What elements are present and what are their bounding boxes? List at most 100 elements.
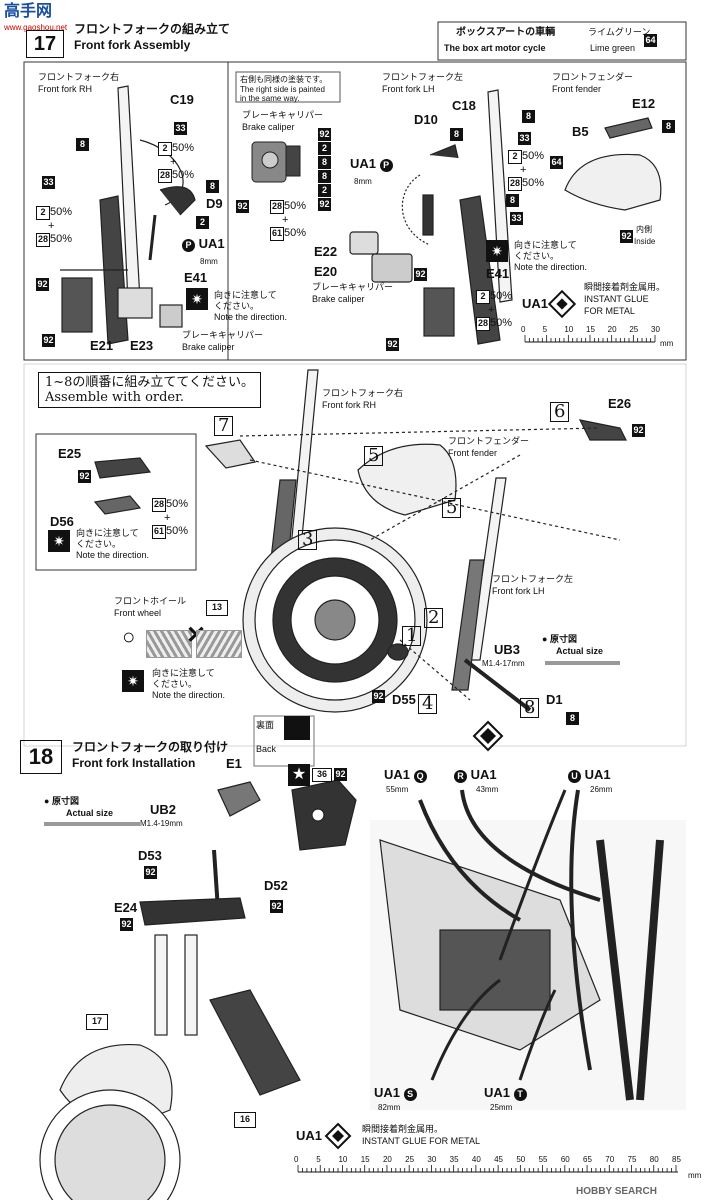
s18-step17: 17 (86, 1014, 108, 1030)
mid-fork-lh-en: Front fork LH (492, 586, 545, 596)
color-92-a: 92 (36, 278, 49, 291)
note-dir-lh-jp1: 向きに注意して (514, 240, 577, 250)
star-36: 36 (312, 768, 332, 782)
glue-18-ua1: UA1 (296, 1128, 323, 1143)
l8-1: 8 (522, 110, 535, 123)
f8: 8 (662, 120, 675, 133)
caliper-note-en3: Brake caliper (242, 122, 295, 132)
back-en: Back (256, 744, 277, 754)
glue-18-jp: 瞬間接着剤金属用。 (362, 1124, 444, 1134)
ua1-u: U UA1 (568, 768, 611, 783)
note-wheel-jp2: ください。 (152, 679, 198, 689)
part-d56: D56 (50, 514, 74, 529)
caution-icon: ✷ (186, 288, 208, 310)
glue-18-en: INSTANT GLUE FOR METAL (362, 1136, 481, 1146)
d55-92: 92 (372, 690, 385, 703)
watermark-logo: 高手网 (4, 3, 53, 20)
wheel-step: 13 (206, 600, 228, 616)
glue-17-jp: 瞬間接着剤金属用。 (584, 282, 666, 292)
s18-actual-en: Actual size (66, 808, 114, 818)
order-jp: 1~8の順番に組み立ててください。 (45, 375, 255, 390)
part-e41-right: E41 (486, 266, 510, 281)
f64: 64 (550, 156, 563, 169)
fork-rh-en: Front fork RH (38, 84, 93, 94)
ruler-17-label: 15 (586, 325, 595, 334)
order-8: 8 (520, 698, 540, 718)
ub3-size: M1.4-17mm (482, 659, 525, 668)
ruler-18-label: 25 (405, 1155, 415, 1164)
ruler-18-label: 10 (338, 1155, 348, 1164)
mid-fork-rh-en: Front fork RH (322, 400, 377, 410)
d52-92: 92 (270, 900, 283, 913)
part-d52: D52 (264, 878, 288, 893)
ruler-17-label: 0 (521, 325, 526, 334)
step-18-number: 18 (20, 740, 62, 774)
fork-lh-en: Front fork LH (382, 84, 435, 94)
part-ub2: UB2 (150, 802, 177, 817)
ruler-18-label: 70 (605, 1155, 615, 1164)
step-17-number: 17 (26, 30, 64, 58)
color-92-b: 92 (42, 334, 55, 347)
watermark-url: www.gaoshou.net (4, 23, 68, 32)
color-33-b: 33 (42, 176, 55, 189)
ua1-p-lh: UA1 P (350, 157, 393, 172)
l8-2: 8 (450, 128, 463, 141)
note-dir-en: Note the direction. (214, 312, 288, 322)
ua1-s-len: 82mm (378, 1103, 401, 1112)
fork-rh-jp: フロントフォーク右 (38, 72, 120, 82)
caution-icon-wheel: ✷ (122, 670, 144, 692)
ua1-q-len: 55mm (386, 785, 409, 794)
e24-92: 92 (120, 918, 133, 931)
part-e21: E21 (90, 338, 114, 353)
caliper-note-en1: The right side is painted (240, 85, 325, 94)
step-17-title-jp: フロントフォークの組み立て (74, 22, 231, 36)
part-ub3: UB3 (494, 642, 521, 657)
part-e26: E26 (608, 396, 632, 411)
ruler-17-label: 10 (564, 325, 574, 334)
part-d10: D10 (414, 112, 438, 127)
fender-jp: フロントフェンダー (552, 72, 634, 82)
ruler-18-label: 20 (382, 1155, 392, 1164)
order-2: 2 (424, 608, 444, 628)
order-en: Assemble with order. (45, 390, 185, 405)
ua1-u-len: 26mm (590, 785, 613, 794)
part-e25: E25 (58, 446, 82, 461)
tread-ok-pattern (146, 630, 192, 658)
mid-fender-jp: フロントフェンダー (448, 436, 530, 446)
caliper-note-jp1: 右側も同様の塗装です。 (240, 75, 328, 84)
part-d1: D1 (546, 692, 563, 707)
ruler-18-unit: mm (688, 1171, 702, 1180)
boxart-label-en: The box art motor cycle (444, 43, 546, 53)
fork-lh-jp: フロントフォーク左 (382, 72, 464, 82)
part-c19: C19 (170, 92, 194, 107)
part-d9: D9 (206, 196, 223, 211)
c2-2: 2 (318, 184, 331, 197)
ua1-len-lh: 8mm (354, 177, 372, 186)
step-18-title-en: Front fork Installation (72, 756, 196, 770)
part-e1: E1 (226, 756, 242, 771)
wheel-en: Front wheel (114, 608, 162, 618)
caliper-note-en2: in the same way. (240, 94, 300, 103)
note-wheel-jp1: 向きに注意して (152, 668, 215, 678)
ruler-17-label: 5 (542, 325, 548, 334)
step-18-title-jp: フロントフォークの取り付け (72, 740, 229, 754)
brake-caliper-en: Brake caliper (182, 342, 235, 352)
ruler-18-label: 35 (449, 1155, 459, 1164)
note-dir-jp-1: 向きに注意して (214, 290, 277, 300)
ruler-17-label: 20 (607, 325, 617, 334)
color-8: 8 (76, 138, 89, 151)
note-dir-jp-2: ください。 (214, 301, 260, 311)
ua1-s: UA1 S (374, 1086, 417, 1101)
mid-actual-en: Actual size (556, 646, 604, 656)
footer-watermark: HOBBY SEARCH (576, 1186, 657, 1197)
ua1-r-len: 43mm (476, 785, 499, 794)
ua1-len: 8mm (200, 257, 218, 266)
s18-step16: 16 (234, 1112, 256, 1128)
